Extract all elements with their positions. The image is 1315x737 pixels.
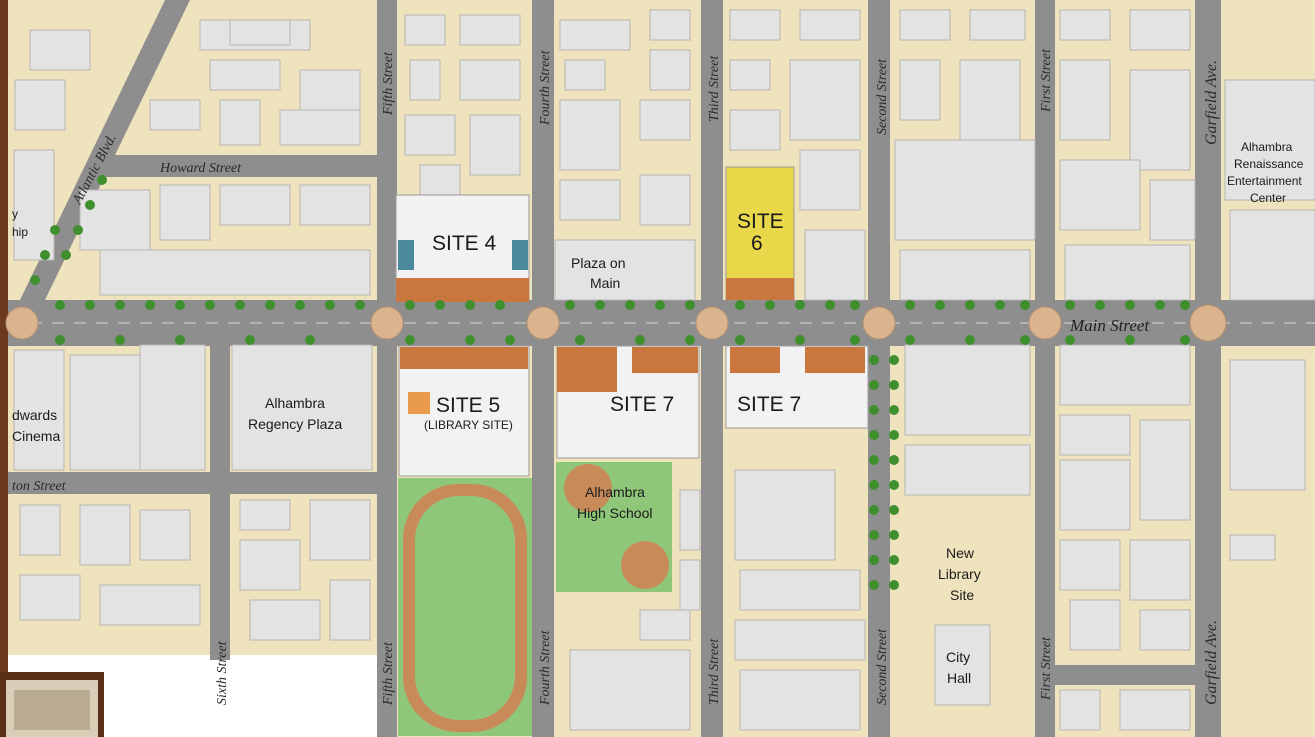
plaza-on-main-line2: Main [590, 275, 620, 291]
sixth-street-label: Sixth Street [215, 640, 230, 705]
site-5-sublabel: (LIBRARY SITE) [424, 418, 513, 432]
new-library-line2: Library [938, 566, 981, 582]
regency-plaza-line1: Alhambra [265, 395, 325, 411]
fourth-street-label-top: Fourth Street [538, 49, 553, 126]
site-4-block [395, 194, 530, 302]
first-street-label-bottom: First Street [1039, 636, 1054, 701]
site-6-label-line2: 6 [751, 232, 763, 255]
fifth-street-label-top: Fifth Street [381, 51, 396, 116]
buildings [13, 9, 1315, 731]
fourth-street-label-bottom: Fourth Street [538, 629, 553, 706]
site-5-label: SITE 5 [436, 394, 500, 417]
renaissance-line1: Alhambra [1241, 140, 1293, 154]
third-street-label-bottom: Third Street [707, 638, 722, 705]
site-6-label-line1: SITE [737, 210, 784, 233]
fifth-street-label-bottom: Fifth Street [381, 641, 396, 706]
intersections [5, 304, 1227, 342]
city-hall-line1: City [946, 649, 970, 665]
site-7-east-label: SITE 7 [737, 393, 801, 416]
cinema-line1: dwards [12, 407, 57, 423]
inset-thumbnail [0, 672, 104, 737]
site-7-west-label: SITE 7 [610, 393, 674, 416]
site-7-east-block [725, 345, 869, 429]
high-school-line1: Alhambra [585, 484, 645, 500]
main-street-label: Main Street [1069, 316, 1150, 335]
second-street-label-bottom: Second Street [875, 628, 890, 705]
city-hall-line2: Hall [947, 670, 971, 686]
high-school-fields [398, 462, 672, 736]
plaza-on-main-line1: Plaza on [571, 255, 625, 271]
garfield-ave-label-top: Garfield Ave. [1203, 60, 1220, 145]
high-school-line2: High School [577, 505, 653, 521]
site-6-block [725, 166, 795, 301]
howard-street-label: Howard Street [159, 161, 242, 176]
cinema-line2: Cinema [12, 428, 60, 444]
site-7-west-block [556, 345, 700, 459]
new-library-line1: New [946, 545, 975, 561]
roads [8, 0, 1315, 737]
site-5-block [398, 345, 530, 477]
new-library-line3: Site [950, 587, 974, 603]
regency-plaza-line2: Regency Plaza [248, 416, 342, 432]
atlantic-blvd-road [20, 0, 190, 300]
renaissance-line3: Entertainment [1227, 174, 1302, 188]
renaissance-line4: Center [1250, 191, 1286, 205]
first-street-label-top: First Street [1039, 48, 1054, 113]
cut-label-line2: hip [12, 225, 28, 239]
site-4-label: SITE 4 [432, 232, 497, 255]
second-street-label-top: Second Street [875, 58, 890, 135]
renaissance-line2: Renaissance [1234, 157, 1304, 171]
third-street-label-top: Third Street [707, 55, 722, 122]
street-trees [30, 175, 1190, 590]
bay-street-label: ton Street [12, 479, 67, 494]
cut-label-line1: y [12, 207, 18, 221]
garfield-ave-label-bottom: Garfield Ave. [1203, 620, 1220, 705]
